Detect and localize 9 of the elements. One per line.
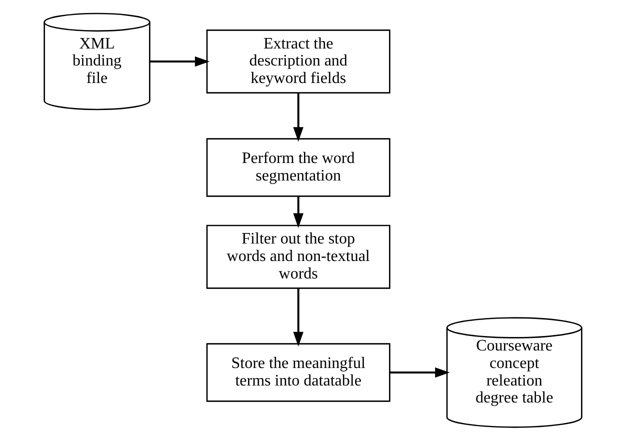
node-box: Extract the description and keyword fields <box>206 30 390 94</box>
node-box: Filter out the stop words and non-textual words <box>206 224 390 289</box>
arrow <box>293 288 304 347</box>
arrow <box>293 93 304 142</box>
arrow <box>390 367 450 378</box>
arrow <box>293 196 304 228</box>
arrow <box>150 56 210 67</box>
node-box: Store the meaningful terms into datatable <box>206 343 390 402</box>
node-box: Perform the word segmentation <box>206 138 390 197</box>
